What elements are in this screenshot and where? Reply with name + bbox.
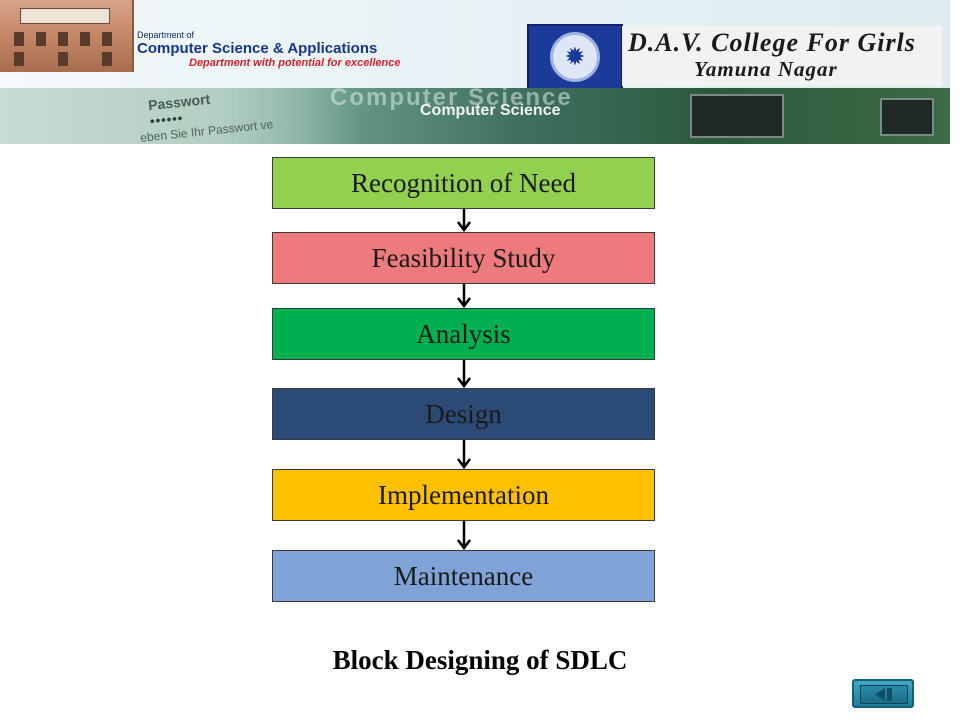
stage-analysis: Analysis — [272, 308, 655, 360]
stage-implementation: Implementation — [272, 469, 655, 521]
stage-label: Feasibility Study — [371, 242, 556, 273]
back-button-face — [860, 685, 908, 704]
department-prefix: Department of — [137, 30, 195, 40]
college-emblem-icon: ✹ — [550, 32, 600, 82]
diagram-caption: Block Designing of SDLC — [0, 645, 960, 676]
stage-label: Maintenance — [393, 560, 534, 591]
banner-image-strip: Passwort •••••• eben Sie Ihr Passwort ve… — [0, 88, 950, 144]
college-building-photo — [0, 0, 134, 72]
flow-arrow — [457, 360, 471, 389]
building-window — [102, 32, 112, 46]
building-window — [58, 52, 68, 66]
stage-recognition-of-need: Recognition of Need — [272, 157, 655, 209]
building-window — [80, 32, 90, 46]
department-name: Computer Science & Applications — [137, 40, 378, 57]
flow-arrow — [457, 209, 471, 233]
caption-text: Block Designing of SDLC — [332, 645, 628, 675]
stage-design: Design — [272, 388, 655, 440]
banner-ghost-text: Computer Science — [330, 88, 573, 111]
banner-label: Computer Science — [420, 102, 561, 119]
back-arrow-icon — [875, 688, 892, 701]
password-screen-image: Passwort •••••• eben Sie Ihr Passwort ve — [0, 88, 360, 144]
stage-label: Recognition of Need — [351, 167, 576, 198]
flow-arrow — [457, 284, 471, 309]
building-window — [36, 32, 46, 46]
college-logo: ✹ — [527, 24, 623, 90]
building-window — [58, 32, 68, 46]
department-tagline: Department with potential for excellence — [189, 57, 401, 69]
banner-top: Department of Computer Science & Applica… — [0, 0, 950, 90]
college-city: Yamuna Nagar — [694, 57, 838, 81]
back-button[interactable] — [852, 679, 914, 708]
department-title-block: Department of Computer Science & Applica… — [137, 30, 401, 70]
flow-arrow — [457, 440, 471, 470]
college-title-block: D.A.V. College For Girls Yamuna Nagar — [622, 26, 942, 86]
stage-maintenance: Maintenance — [272, 550, 655, 602]
circuit-chip-icon — [690, 94, 784, 138]
stage-label: Design — [425, 398, 502, 429]
stage-label: Analysis — [416, 318, 511, 349]
circuit-chip-icon — [880, 98, 934, 136]
college-name: D.A.V. College For Girls — [628, 28, 916, 57]
building-sign — [20, 8, 110, 24]
building-window — [14, 52, 24, 66]
building-window — [102, 52, 112, 66]
stage-label: Implementation — [378, 479, 549, 510]
building-window — [14, 32, 24, 46]
flow-arrow — [457, 521, 471, 551]
header-banner: Department of Computer Science & Applica… — [0, 0, 950, 144]
stage-feasibility-study: Feasibility Study — [272, 232, 655, 284]
